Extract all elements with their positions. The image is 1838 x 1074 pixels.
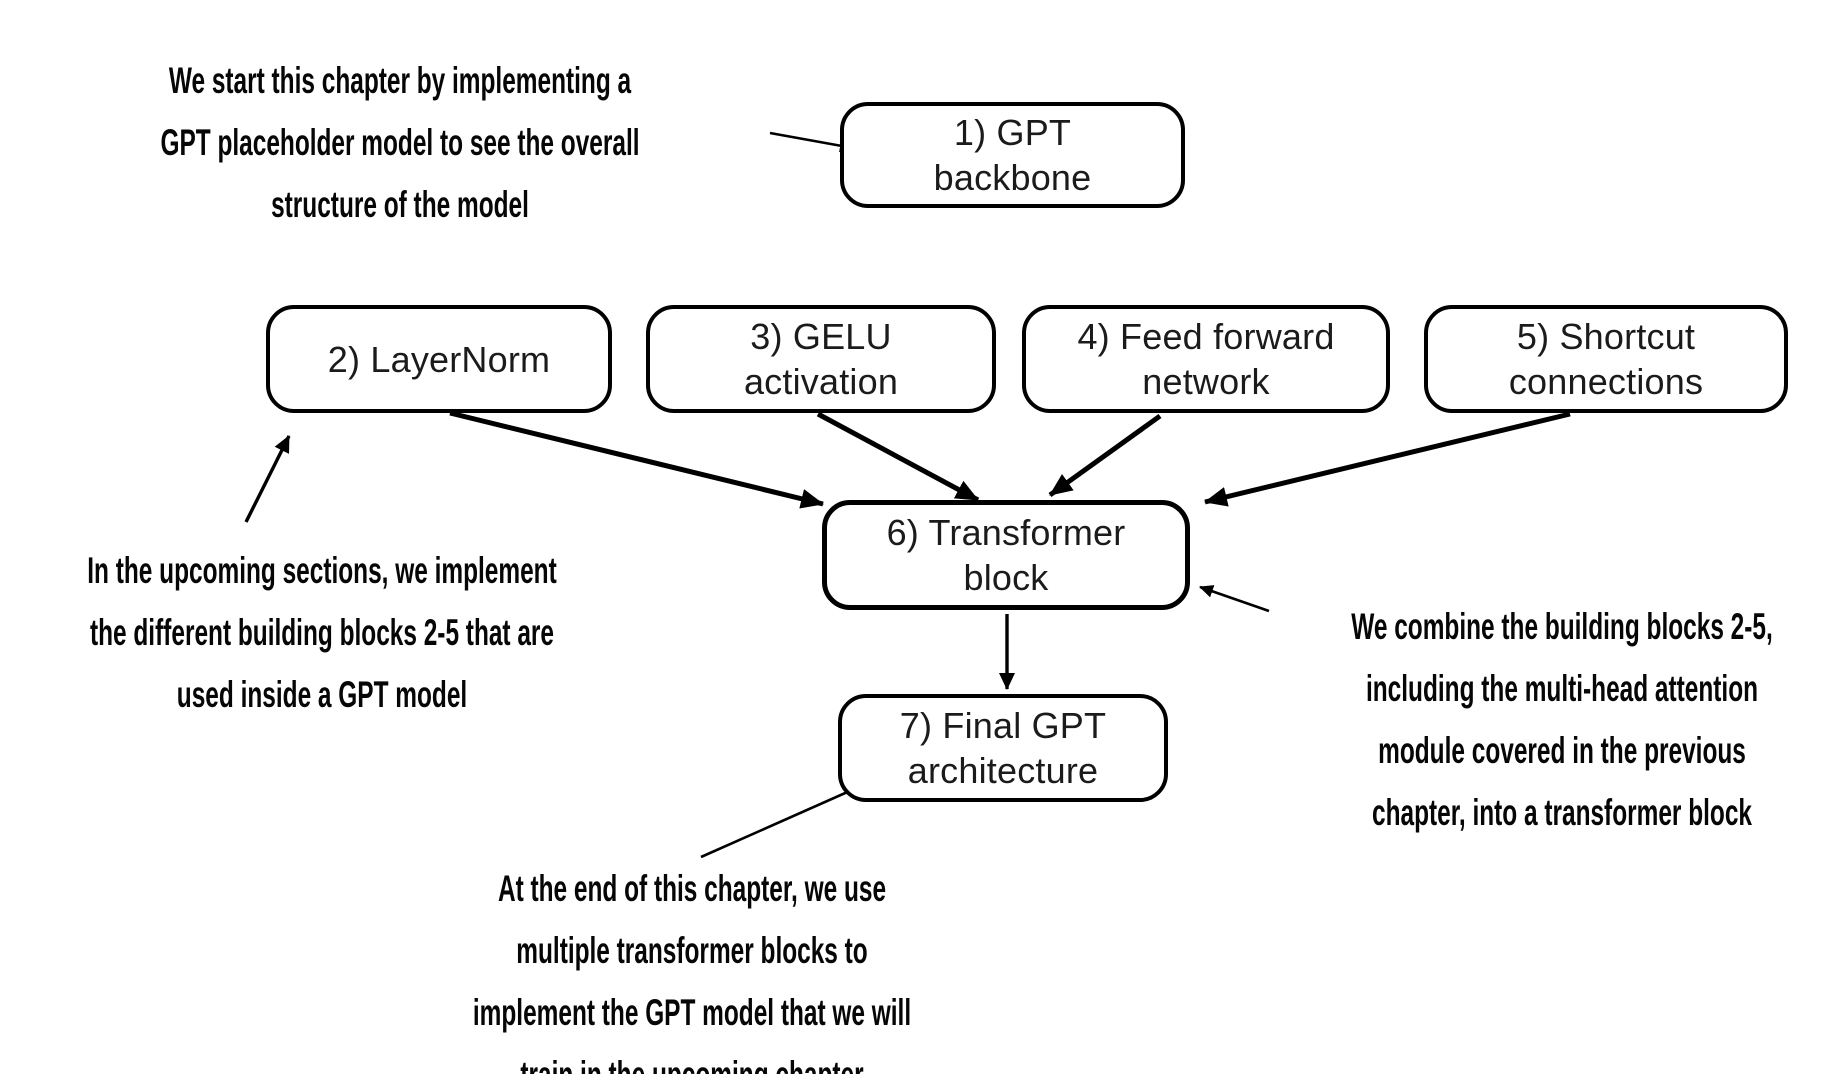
note-line: We combine the building blocks 2-5, [1351, 606, 1773, 647]
node-gelu-line1: 3) GELU [750, 316, 892, 357]
node-feed-forward-line2: network [1142, 361, 1270, 402]
node-feed-forward: 4) Feed forward network [1022, 305, 1390, 413]
note-line: GPT placeholder model to see the overall [160, 122, 640, 163]
node-transformer-block: 6) Transformer block [822, 500, 1190, 610]
arrow-layernorm-to-transformer-block [449, 410, 824, 509]
note-line: module covered in the previous [1378, 730, 1746, 771]
node-gpt-backbone-line2: backbone [933, 157, 1092, 198]
node-gpt-backbone: 1) GPT backbone [840, 102, 1185, 208]
note-building-blocks: In the upcoming sections, we implement t… [65, 540, 580, 726]
node-shortcut: 5) Shortcut connections [1424, 305, 1788, 413]
note-line: structure of the model [271, 184, 529, 225]
arrow-note-to-layernorm [244, 435, 291, 523]
arrow-gelu-to-transformer-block [816, 411, 980, 503]
node-layernorm: 2) LayerNorm [266, 305, 612, 413]
arrow-feed-forward-to-transformer-block [1048, 413, 1162, 498]
note-line: We start this chapter by implementing a [168, 60, 632, 101]
note-transformer-block: We combine the building blocks 2-5, incl… [1305, 596, 1820, 844]
note-line: including the multi-head attention [1365, 668, 1759, 709]
node-gpt-backbone-line1: 1) GPT [953, 112, 1072, 153]
note-line: the different building blocks 2-5 that a… [89, 612, 555, 653]
node-shortcut-line1: 5) Shortcut [1516, 316, 1696, 357]
arrow-note-to-final-gpt [700, 784, 862, 859]
node-final-gpt: 7) Final GPT architecture [838, 694, 1168, 802]
arrow-note-to-transformer-block [1199, 585, 1270, 613]
arrow-shortcut-to-transformer-block [1204, 411, 1571, 507]
node-transformer-block-line2: block [963, 557, 1049, 598]
note-gpt-backbone: We start this chapter by implementing a … [143, 50, 658, 236]
node-gelu-line2: activation [743, 361, 899, 402]
note-final-architecture: At the end of this chapter, we use multi… [435, 858, 950, 1074]
node-final-gpt-line1: 7) Final GPT [899, 705, 1107, 746]
note-line: In the upcoming sections, we implement [87, 550, 557, 591]
note-line: At the end of this chapter, we use [497, 868, 887, 909]
note-line: used inside a GPT model [176, 674, 468, 715]
note-line: implement the GPT model that we will [472, 992, 912, 1033]
note-line: train in the upcoming chapter [435, 1044, 950, 1074]
node-shortcut-line2: connections [1508, 361, 1704, 402]
note-line: multiple transformer blocks to [516, 930, 868, 971]
node-layernorm-line1: 2) LayerNorm [327, 338, 551, 380]
note-line: chapter, into a transformer block [1372, 792, 1752, 833]
node-gelu: 3) GELU activation [646, 305, 996, 413]
node-final-gpt-line2: architecture [907, 750, 1099, 791]
node-feed-forward-line1: 4) Feed forward [1077, 316, 1335, 357]
node-transformer-block-line1: 6) Transformer [886, 512, 1126, 553]
